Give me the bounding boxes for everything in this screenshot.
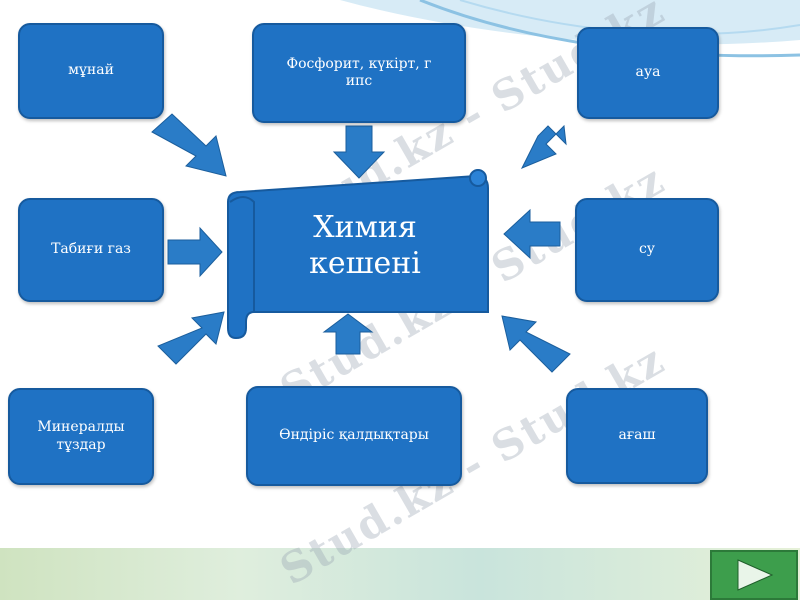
node-su-label: су <box>638 241 656 258</box>
node-mineral: Минералды тұздар <box>8 388 154 485</box>
arrow-aua <box>520 124 567 169</box>
node-tabigi-gaz-label: Табиғи газ <box>51 241 131 258</box>
arrow-su <box>503 208 561 260</box>
arrow-agash <box>501 315 571 373</box>
arrow-tabigi-gaz <box>167 226 223 278</box>
node-agash: ағаш <box>566 388 708 484</box>
footer-decoration <box>0 548 800 600</box>
node-aua-label: ауа <box>635 64 661 81</box>
arrow-ondiris <box>322 313 374 355</box>
arrow-phosphorite <box>332 125 386 179</box>
play-arrow-icon <box>737 559 774 591</box>
center-title-line1: Химия <box>313 210 417 245</box>
node-mineral-line2: тұздар <box>56 436 106 453</box>
center-title-line2: кешені <box>309 246 421 281</box>
node-munai: мұнай <box>18 23 164 119</box>
node-phosphorite-line1: Фосфорит, күкірт, г <box>286 55 432 72</box>
node-aua: ауа <box>577 27 719 119</box>
arrow-mineral <box>157 311 225 365</box>
node-phosphorite: Фосфорит, күкірт, г ипс <box>252 23 466 123</box>
node-phosphorite-line2: ипс <box>345 73 373 89</box>
next-slide-button[interactable] <box>710 550 798 600</box>
node-su: су <box>575 198 719 302</box>
node-agash-label: ағаш <box>618 427 656 444</box>
center-title: Химия кешені <box>250 210 480 282</box>
node-ondiris: Өндіріс қалдықтары <box>246 386 462 486</box>
node-tabigi-gaz: Табиғи газ <box>18 198 164 302</box>
node-munai-label: мұнай <box>68 62 114 79</box>
central-scroll <box>227 169 489 340</box>
node-mineral-line1: Минералды <box>37 419 125 435</box>
arrow-munai <box>151 113 227 177</box>
node-ondiris-label: Өндіріс қалдықтары <box>279 427 429 444</box>
